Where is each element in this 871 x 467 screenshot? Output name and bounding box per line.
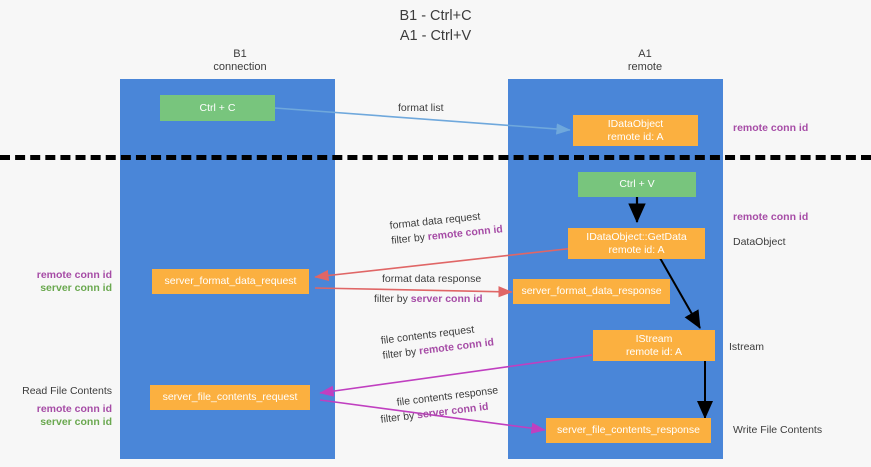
filter-prefix: filter by <box>379 409 418 426</box>
box-idataobject-line1: IDataObject <box>607 117 664 130</box>
filter-key-server-conn-id: server conn id <box>410 293 483 305</box>
filter-prefix: filter by <box>381 345 420 362</box>
edge-label-format-data-response-filter: filter by server conn id <box>374 292 483 307</box>
filter-prefix: filter by <box>390 231 429 247</box>
box-server-format-data-request[interactable]: server_format_data_request <box>152 269 309 294</box>
box-ctrl-v[interactable]: Ctrl + V <box>578 172 696 197</box>
box-server-format-data-response[interactable]: server_format_data_response <box>513 279 670 304</box>
column-header-b1: B1 connection <box>155 48 325 74</box>
column-header-b1-role: connection <box>213 61 267 73</box>
box-istream-line2: remote id: A <box>625 345 683 358</box>
annotation-left-server-conn-id-bottom: server conn id <box>40 416 112 428</box>
box-idataobject-line2: remote id: A <box>607 130 664 143</box>
edge-label-format-list-text: format list <box>398 102 444 114</box>
annotation-left-server-conn-id-mid: server conn id <box>40 282 112 294</box>
box-ctrl-c-label: Ctrl + C <box>199 101 236 114</box>
box-istream[interactable]: IStream remote id: A <box>593 330 715 361</box>
annotation-read-file-contents: Read File Contents <box>22 385 112 397</box>
annotation-write-file-contents: Write File Contents <box>733 424 823 436</box>
column-header-b1-name: B1 <box>233 48 247 60</box>
annotation-remote-conn-id-top: remote conn id <box>733 122 809 134</box>
annotation-left-remote-conn-id-bottom: remote conn id <box>36 403 112 415</box>
edge-label-format-list: format list <box>398 101 444 116</box>
phase-divider <box>0 155 871 160</box>
box-getdata[interactable]: IDataObject::GetData remote id: A <box>568 228 705 259</box>
column-header-a1-name: A1 <box>638 48 652 60</box>
filter-prefix: filter by <box>374 293 411 305</box>
title-line-1: B1 - Ctrl+C <box>399 8 472 24</box>
box-server-format-data-request-label: server_format_data_request <box>164 275 297 287</box>
box-server-file-contents-response-label: server_file_contents_response <box>556 424 700 436</box>
edge-label-format-data-response-line1: format data response <box>382 273 482 285</box>
edge-label-format-data-response: format data response filter by server co… <box>374 272 483 307</box>
box-server-file-contents-request[interactable]: server_file_contents_request <box>150 385 310 410</box>
annotation-dataobject: DataObject <box>733 236 786 248</box>
title-line-2: A1 - Ctrl+V <box>399 28 472 44</box>
edge-label-file-contents-response: file contents response filter by server … <box>378 383 501 427</box>
box-idataobject[interactable]: IDataObject remote id: A <box>573 115 698 146</box>
edge-label-format-data-request: format data request filter by remote con… <box>389 207 504 249</box>
box-ctrl-c[interactable]: Ctrl + C <box>160 95 275 121</box>
box-server-file-contents-request-label: server_file_contents_request <box>162 391 298 403</box>
annotation-istream: Istream <box>729 341 765 353</box>
box-server-file-contents-response[interactable]: server_file_contents_response <box>546 418 711 443</box>
box-server-format-data-response-label: server_format_data_response <box>521 285 662 297</box>
column-header-a1: A1 remote <box>560 48 730 74</box>
annotation-remote-conn-id-mid: remote conn id <box>733 211 809 223</box>
box-getdata-line1: IDataObject::GetData <box>586 230 687 243</box>
annotation-left-remote-conn-id-mid: remote conn id <box>36 269 112 281</box>
box-ctrl-v-label: Ctrl + V <box>619 178 655 190</box>
diagram-title: B1 - Ctrl+C A1 - Ctrl+V <box>0 6 871 46</box>
box-istream-line1: IStream <box>635 332 673 345</box>
box-getdata-line2: remote id: A <box>608 243 665 256</box>
edge-label-file-contents-request: file contents request filter by remote c… <box>380 320 495 363</box>
column-header-a1-role: remote <box>627 61 663 73</box>
